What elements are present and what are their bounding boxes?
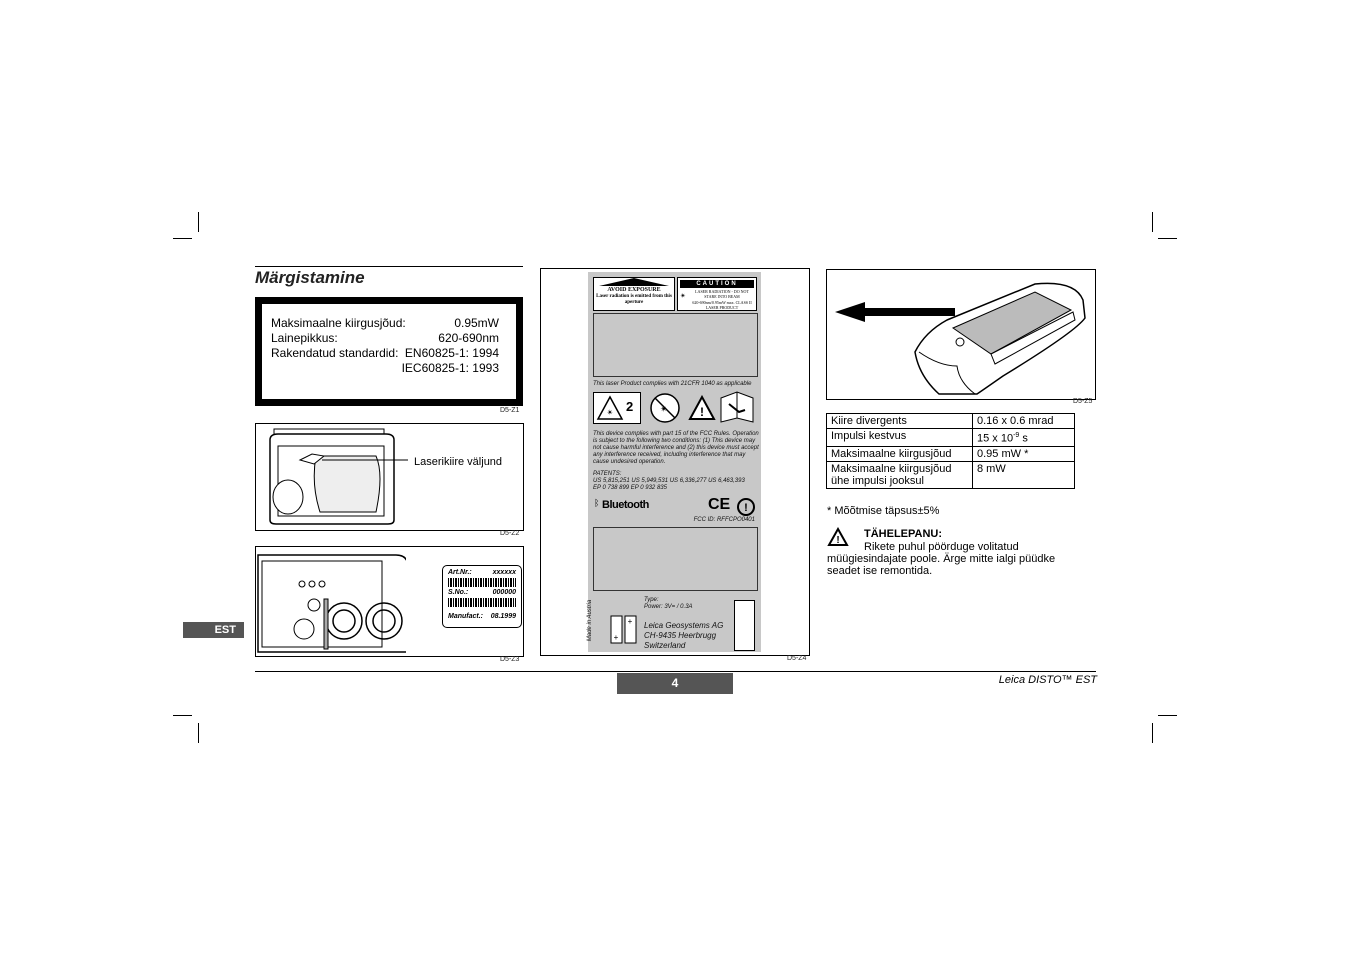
crop-mark — [198, 723, 199, 743]
bluetooth-logo: Bluetooth — [602, 499, 649, 511]
crop-mark — [198, 212, 199, 232]
svg-text:✴: ✴ — [607, 408, 614, 417]
laser-warning-triangle-icon: ✴ — [596, 395, 624, 420]
svg-text:!: ! — [744, 502, 748, 514]
figure-label-z5: D5-Z5 — [1073, 398, 1093, 405]
figure-label-z3: D5-Z3 — [500, 656, 520, 663]
footer-brand: Leica DISTO™ EST — [998, 674, 1097, 686]
aperture-arrow-icon — [599, 278, 669, 286]
crop-mark — [1158, 238, 1177, 239]
table-row: Kiire divergents 0.16 x 0.6 mrad — [826, 413, 1075, 429]
device-front-drawing — [269, 428, 408, 525]
crop-mark — [1152, 723, 1153, 743]
blank-area — [593, 527, 758, 591]
svg-text:+: + — [628, 617, 633, 626]
laser-aperture-callout: Laserikiire väljund — [414, 456, 503, 468]
avoid-exposure-box: AVOID EXPOSURE Laser radiation is emitte… — [593, 277, 675, 311]
svg-text:✴: ✴ — [660, 404, 668, 414]
warning-title: TÄHELEPANU: — [864, 528, 943, 540]
serial-number-sticker: Art.Nr.: xxxxxx S.No.: 000000 Manufact.:… — [442, 565, 522, 628]
device-label-panel: AVOID EXPOSURE Laser radiation is emitte… — [587, 272, 761, 652]
figure-label-z1: D5-Z1 — [500, 407, 520, 414]
svg-text:!: ! — [700, 405, 704, 419]
ce-mark: CE — [708, 496, 731, 513]
page-title: Märgistamine — [255, 268, 365, 287]
no-stare-icon: ✴ — [650, 393, 680, 423]
accuracy-footnote: * Mõõtmise täpsus±5% — [827, 505, 940, 517]
warning-triangle-icon: ! — [688, 395, 716, 420]
language-tab: EST — [183, 622, 244, 638]
laser-spec-label: Maksimaalne kiirgusjõud: 0.95mW Lainepik… — [255, 297, 523, 406]
table-row: Impulsi kestvus 15 x 10-9 s — [826, 428, 1075, 447]
svg-text:!: ! — [836, 535, 839, 546]
blank-area — [593, 313, 758, 377]
barcode — [448, 578, 516, 587]
table-row: Maksimaalne kiirgusjõud 0.95 mW * — [826, 445, 1075, 462]
table-row: Maksimaalne kiirgusjõud ühe impulsi jook… — [826, 460, 1075, 489]
device-back-drawing — [257, 554, 406, 653]
barcode — [448, 598, 516, 607]
crop-mark — [173, 238, 192, 239]
footer-rule — [255, 671, 1096, 672]
alert-circle-icon: ! — [737, 498, 755, 516]
crop-mark — [1152, 212, 1153, 232]
laser-spec-table: Kiire divergents 0.16 x 0.6 mrad Impulsi… — [826, 413, 1075, 489]
figure-label-z2: D5-Z2 — [500, 530, 520, 537]
bluetooth-icon: ᛒ — [594, 498, 600, 508]
warning-text: Rikete puhul pöörduge volitatud müügiesi… — [827, 541, 1056, 577]
warning-triangle-icon: ! — [827, 527, 849, 546]
read-manual-icon — [720, 391, 754, 423]
crop-mark — [1158, 715, 1177, 716]
caution-box: CAUTION LASER RADIATION - DO NOT STARE I… — [677, 277, 757, 311]
page-number: 4 — [617, 673, 733, 694]
battery-icon: ++ — [610, 615, 637, 644]
figure-device-direction — [826, 269, 1096, 400]
disposal-icon — [734, 600, 755, 651]
laser-class-2-icon: ✴ 2 — [593, 392, 641, 424]
crop-mark — [173, 715, 192, 716]
laser-starburst-icon: ✴ — [680, 293, 686, 300]
title-rule — [255, 266, 523, 267]
figure-laser-aperture: Laserikiire väljund — [255, 423, 524, 531]
figure-device-back: Art.Nr.: xxxxxx S.No.: 000000 Manufact.:… — [255, 546, 524, 657]
figure-label-z4: D5-Z4 — [787, 655, 807, 662]
device-perspective-drawing — [835, 282, 1086, 395]
svg-text:+: + — [614, 633, 619, 642]
